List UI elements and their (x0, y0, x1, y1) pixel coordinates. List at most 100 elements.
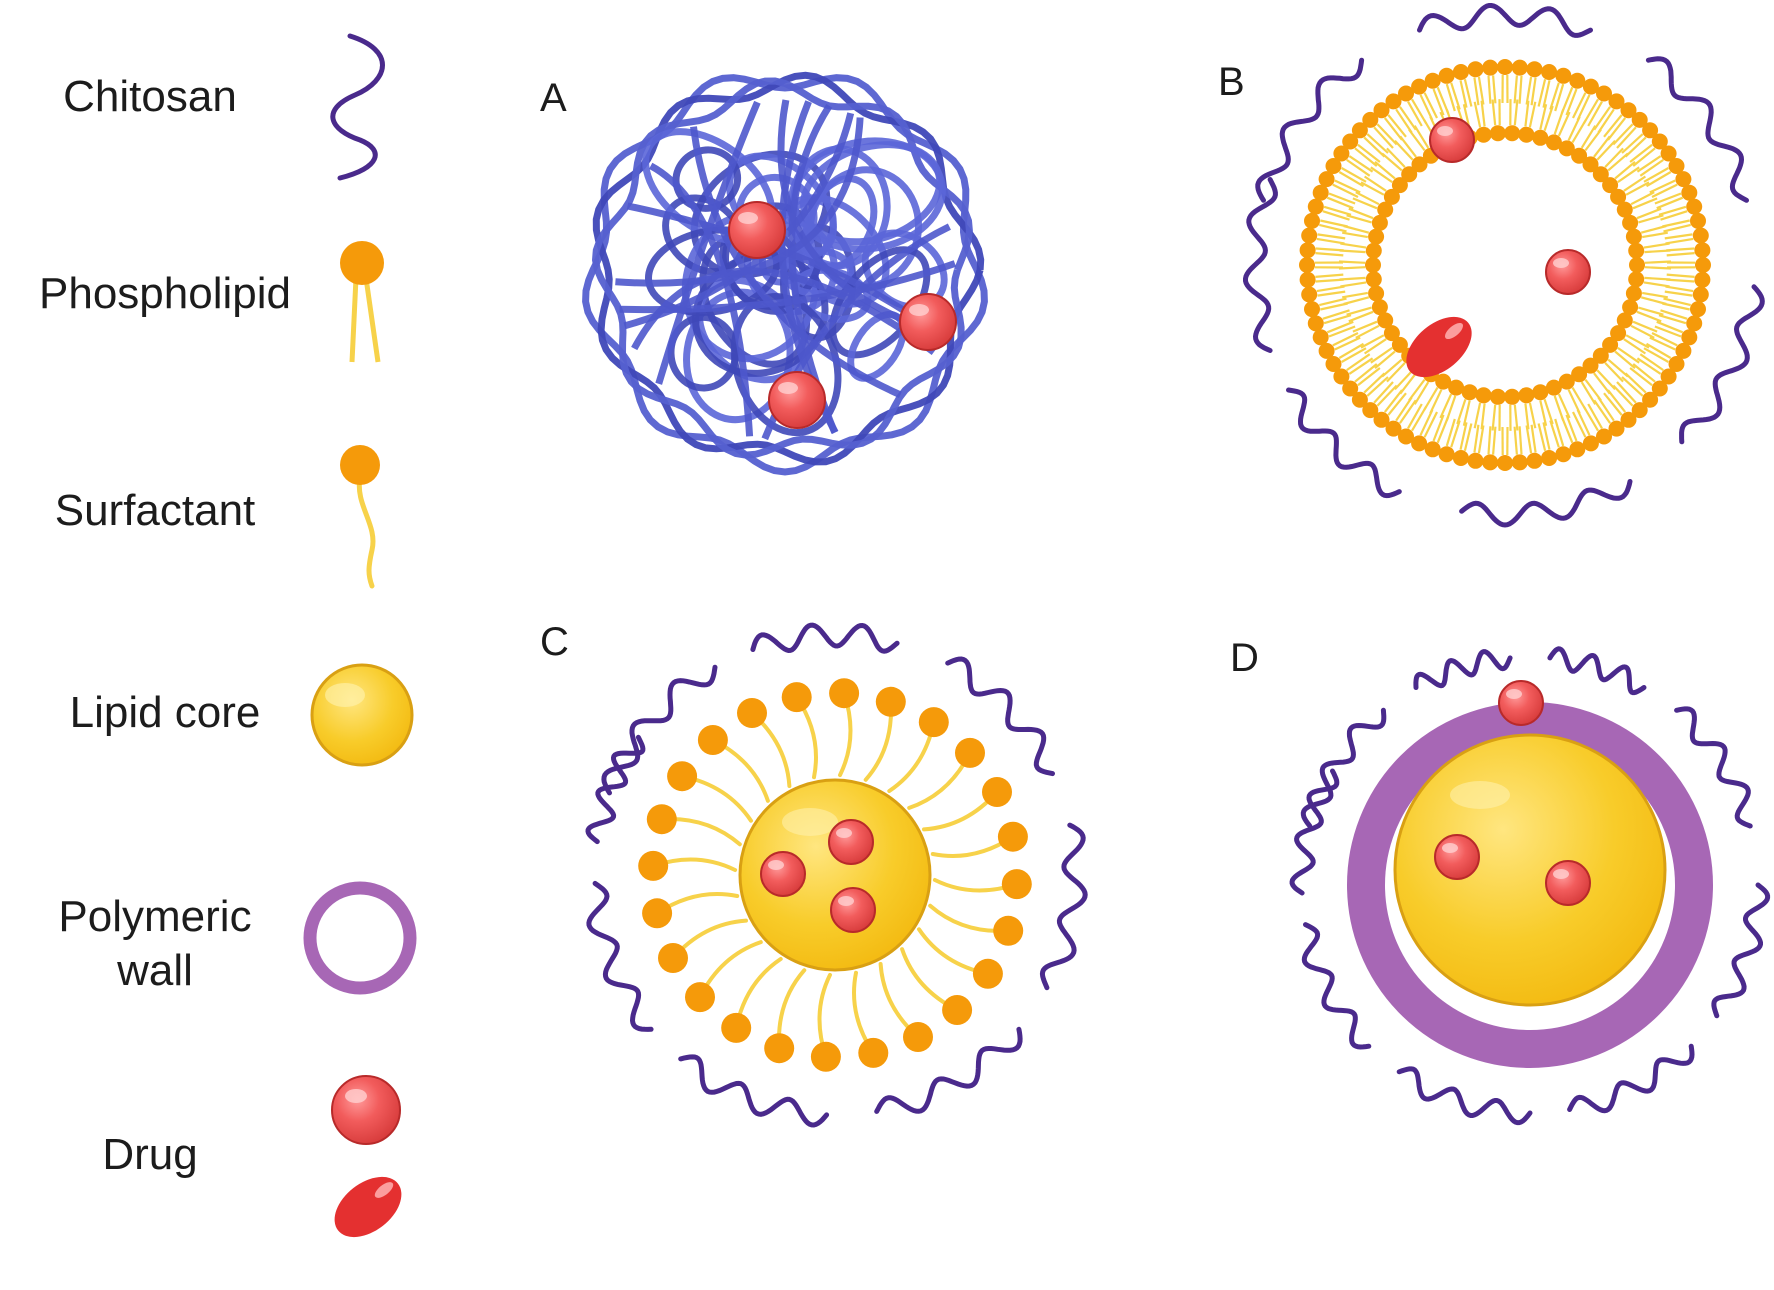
drug-sphere-icon (1434, 834, 1480, 880)
phospholipid-head (1504, 125, 1521, 142)
phospholipid-tail (1607, 117, 1627, 141)
phospholipid-tail (1553, 395, 1565, 421)
drug-oval-icon (1406, 316, 1472, 378)
phospholipid-tail (1408, 128, 1426, 152)
phospholipid-head (1467, 452, 1484, 469)
legend-chitosan-icon (330, 33, 385, 181)
phospholipid-tail (1658, 314, 1687, 325)
panel-letter-d: D (1230, 636, 1259, 680)
phospholipid-tail (1663, 297, 1691, 307)
phospholipid-head (1299, 242, 1316, 259)
phospholipid-head (1342, 133, 1359, 150)
phospholipid-tail (1632, 197, 1658, 210)
phospholipid-head (1642, 391, 1659, 408)
phospholipid-head (1299, 257, 1315, 273)
legend-label-drug: Drug (102, 1130, 198, 1179)
phospholipid-tail (1317, 290, 1346, 297)
legend-label-lipid-core: Lipid core (69, 688, 261, 737)
phospholipid-tail (1338, 260, 1366, 264)
phospholipid-head (1385, 420, 1402, 437)
legend-lipid-core-icon (310, 663, 414, 767)
chitosan-strand (1459, 479, 1633, 528)
phospholipid-tail (1584, 378, 1602, 402)
chitosan-strand (1300, 707, 1387, 829)
phospholipid-tail (1366, 133, 1389, 154)
phospholipid-tail (1587, 403, 1603, 429)
phospholipid-tail (1624, 136, 1647, 158)
phospholipid-head (1681, 329, 1698, 346)
phospholipid-tail (1357, 367, 1381, 387)
phospholipid-head (1391, 336, 1408, 353)
surfactant-head (697, 725, 728, 755)
phospholipid-tail (1352, 197, 1378, 210)
panel-a-drugs (728, 201, 957, 429)
chitosan-strand (678, 1054, 830, 1128)
phospholipid-tail (1658, 205, 1687, 216)
phospholipid-tail (1326, 196, 1354, 210)
phospholipid-tail (1525, 76, 1533, 105)
phospholipid-head (1690, 301, 1706, 318)
phospholipid-tail (1645, 342, 1672, 359)
surfactant-head (982, 777, 1012, 807)
phospholipid-tail (1607, 152, 1629, 172)
phospholipid-tail (1360, 334, 1385, 349)
phospholipid-head (1325, 158, 1342, 174)
phospholipid-tail (1666, 278, 1695, 283)
phospholipid-tail (1315, 252, 1344, 257)
phospholipid-tail (1656, 320, 1684, 334)
phospholipid-head (1558, 373, 1575, 390)
phospholipid-head (1695, 257, 1711, 273)
chitosan-strand (1567, 1043, 1695, 1114)
chitosan-strand (1286, 387, 1402, 499)
phospholipid-tail (1513, 75, 1518, 104)
polymer-strand (655, 100, 761, 385)
phospholipid-tail (1666, 252, 1695, 257)
phospholipid-tail (1580, 125, 1597, 149)
phospholipid-tail (1373, 381, 1394, 404)
legend-label-polymeric-wall-line1: Polymeric (58, 892, 252, 941)
polymer-strand (777, 99, 944, 338)
phospholipid-tail (1432, 414, 1445, 442)
phospholipid-tail (1338, 266, 1366, 270)
phospholipid-tail (1343, 224, 1370, 234)
phospholipid-tail (1411, 405, 1428, 432)
phospholipid-tail (1632, 320, 1658, 333)
phospholipid-head (1467, 61, 1484, 78)
phospholipid-tail (1607, 358, 1629, 378)
chitosan-strand (1645, 56, 1749, 203)
phospholipid-tail (1492, 426, 1497, 455)
phospholipid-tail (1603, 392, 1623, 416)
phospholipid-head (1616, 312, 1633, 329)
phospholipid-tail (1477, 76, 1485, 105)
phospholipid-head (1373, 102, 1390, 119)
surfactant-head (781, 682, 812, 713)
phospholipid-tail (1346, 353, 1371, 372)
phospholipid-tail (1665, 237, 1694, 245)
phospholipid-tail (1660, 210, 1688, 221)
phospholipid-tail (1557, 111, 1571, 137)
phospholipid-head (1383, 325, 1400, 342)
phospholipid-tail (1363, 175, 1387, 192)
phospholipid-tail (1473, 77, 1480, 106)
phospholipid-head (1532, 384, 1549, 401)
surfactant-head (1001, 869, 1032, 900)
chitosan-strand (1301, 922, 1372, 1050)
phospholipid-head (1631, 402, 1648, 419)
phospholipid-tail (1518, 75, 1523, 104)
phospholipid-head (1377, 201, 1394, 218)
phospholipid-head (1333, 368, 1350, 385)
phospholipid-tail (1651, 183, 1678, 198)
legend-drug-sphere-icon (331, 1075, 401, 1145)
phospholipid-tail (1636, 207, 1662, 220)
phospholipid-head (1385, 93, 1402, 110)
phospholipid-tail (1357, 143, 1381, 163)
phospholipid-tail (1584, 128, 1602, 152)
phospholipid-head (1571, 147, 1588, 164)
phospholipid-tail (1625, 181, 1650, 196)
phospholipid-head (1351, 391, 1368, 408)
phospholipid-tail (1649, 179, 1676, 194)
phospholipid-tail (1374, 160, 1396, 180)
phospholipid-tail (1450, 420, 1461, 448)
phospholipid-head (1555, 67, 1572, 84)
phospholipid-tail (1593, 372, 1611, 395)
